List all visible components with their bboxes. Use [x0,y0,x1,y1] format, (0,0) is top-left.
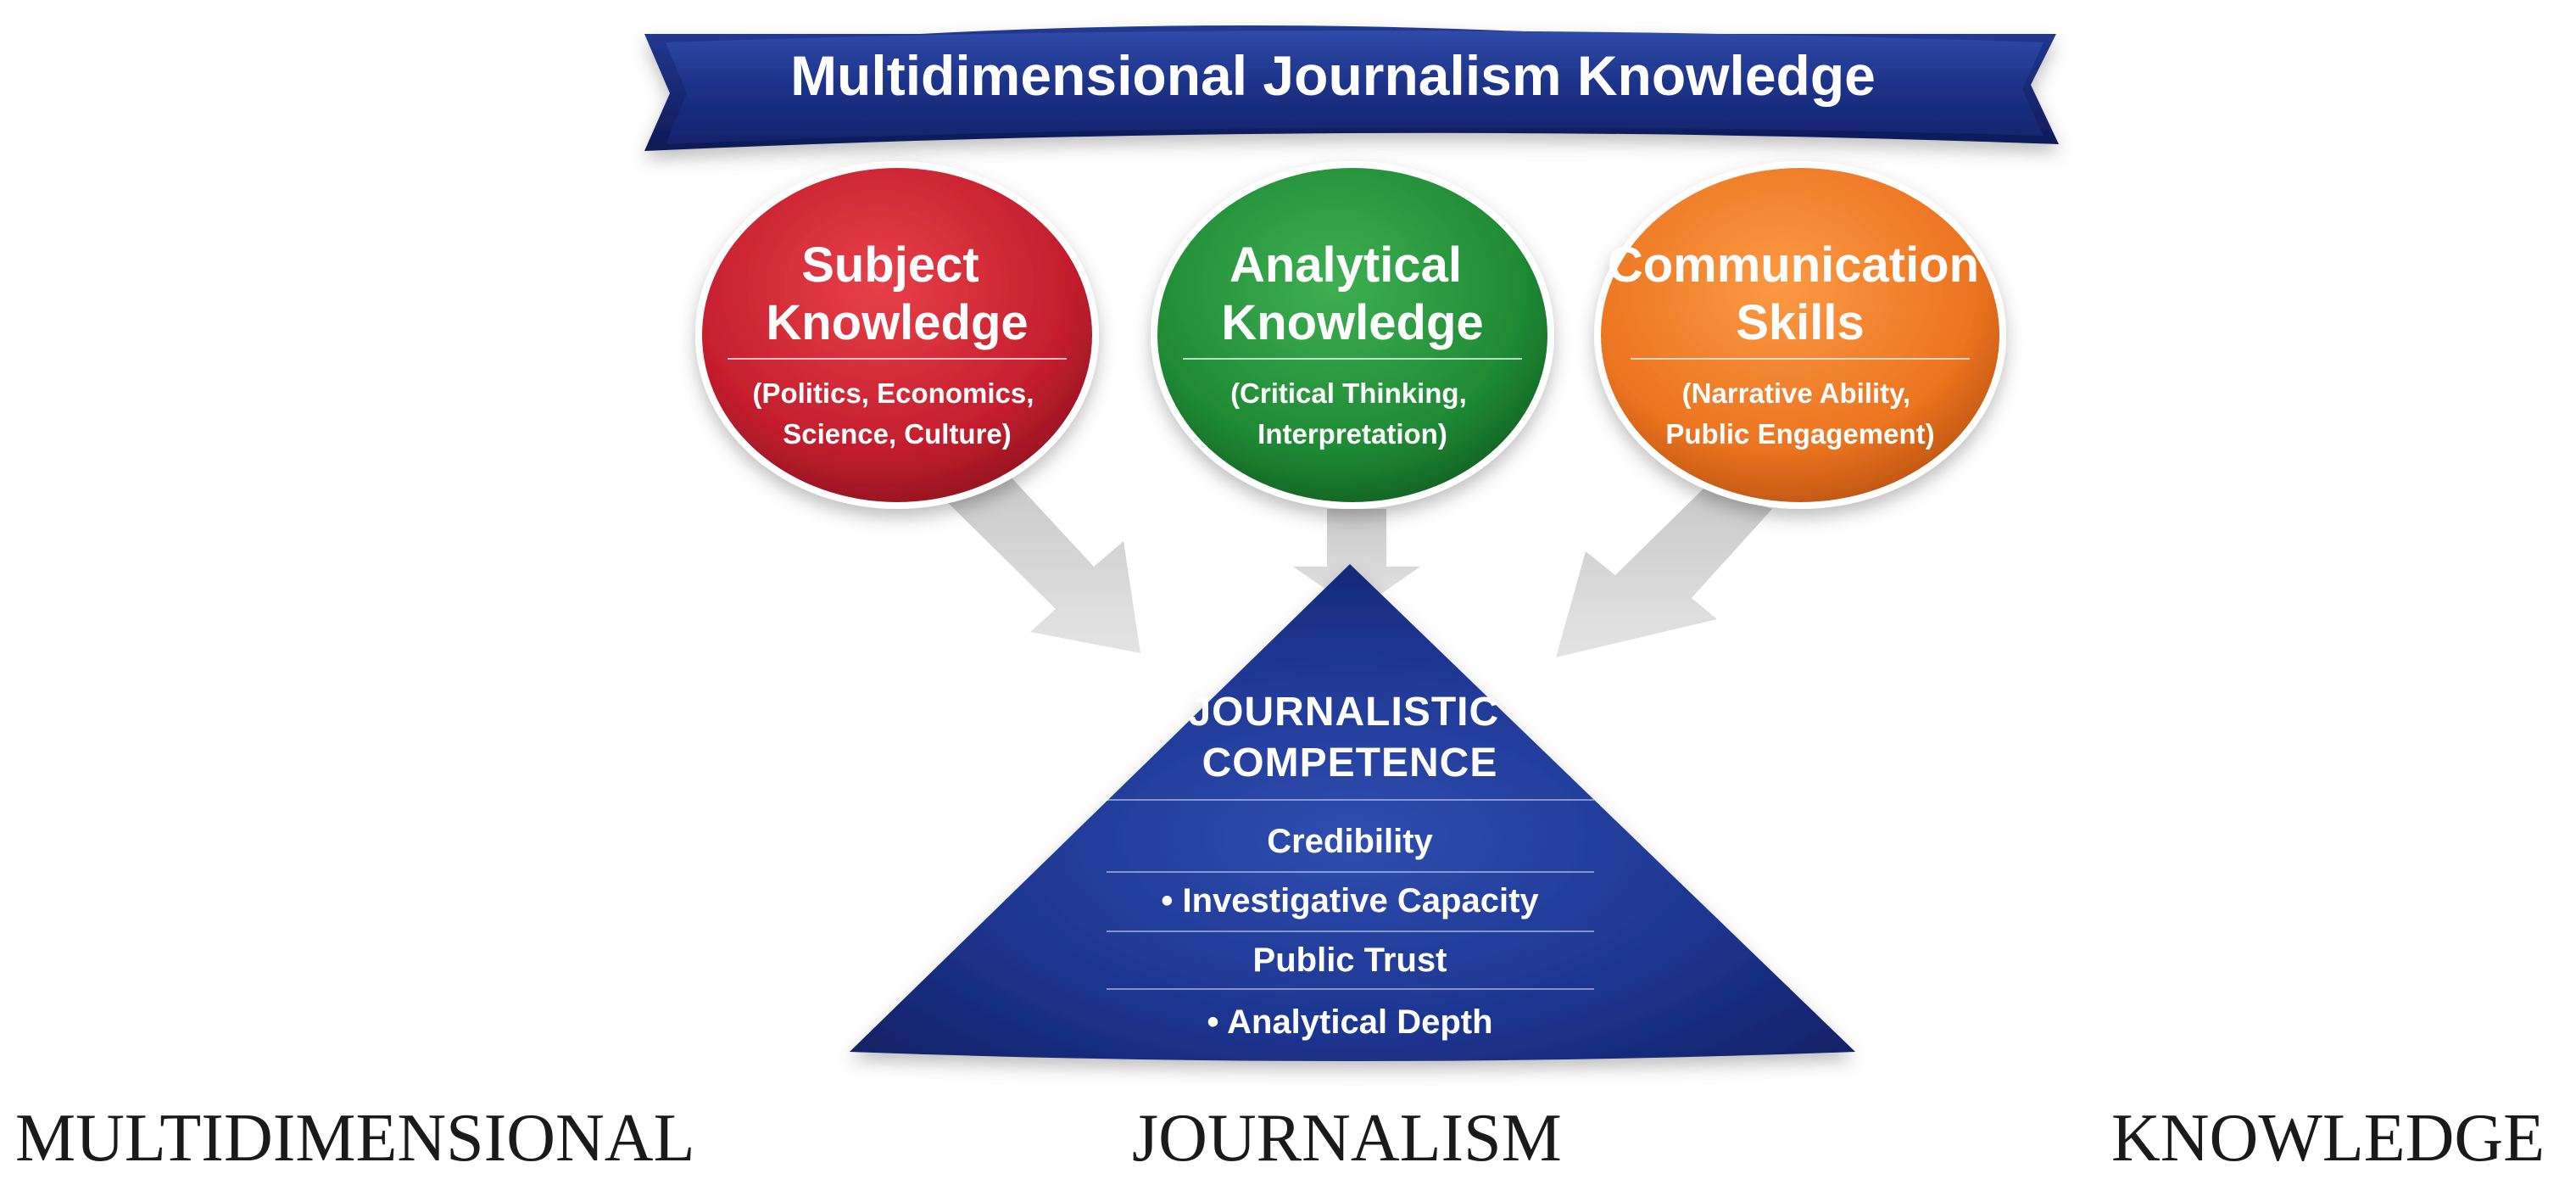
circle-subtitle: (Narrative Ability, Public Engagement) [1665,377,1934,450]
communication-skills-circle: Communication Skills (Narrative Ability,… [1594,161,2006,509]
pyramid-item: • Analytical Depth [1207,1003,1492,1041]
circle-title: Communication Skills [1608,238,1993,350]
arrows [941,475,1772,657]
pyramid-title: JOURNALISTIC COMPETENCE [1188,690,1511,785]
analytical-knowledge-circle: Analytical Knowledge (Critical Thinking,… [1151,161,1554,509]
title-banner: Multidimensional Journalism Knowledge [644,25,2059,151]
circle-subtitle: (Critical Thinking, Interpretation) [1230,377,1475,450]
arrow-left [941,475,1140,653]
footer-word-knowledge: KNOWLEDGE [2111,1101,2545,1176]
arrow-center [1293,509,1420,611]
pyramid-item: Credibility [1267,823,1433,860]
journalistic-competence-pyramid: JOURNALISTIC COMPETENCE Credibility • In… [850,564,1855,1061]
arrow-right [1556,488,1772,657]
circle-title: Subject Knowledge [766,238,1028,350]
pyramid-item: Public Trust [1253,942,1447,979]
footer-word-journalism: JOURNALISM [1132,1101,1562,1176]
circle-title: Analytical Knowledge [1221,238,1483,350]
banner-title: Multidimensional Journalism Knowledge [790,44,1876,107]
pyramid-item: • Investigative Capacity [1161,882,1539,919]
footer-word-multidimensional: MULTIDIMENSIONAL [15,1101,695,1176]
circle-subtitle: (Politics, Economics, Science, Culture) [752,377,1041,450]
subject-knowledge-circle: Subject Knowledge (Politics, Economics, … [695,161,1099,509]
